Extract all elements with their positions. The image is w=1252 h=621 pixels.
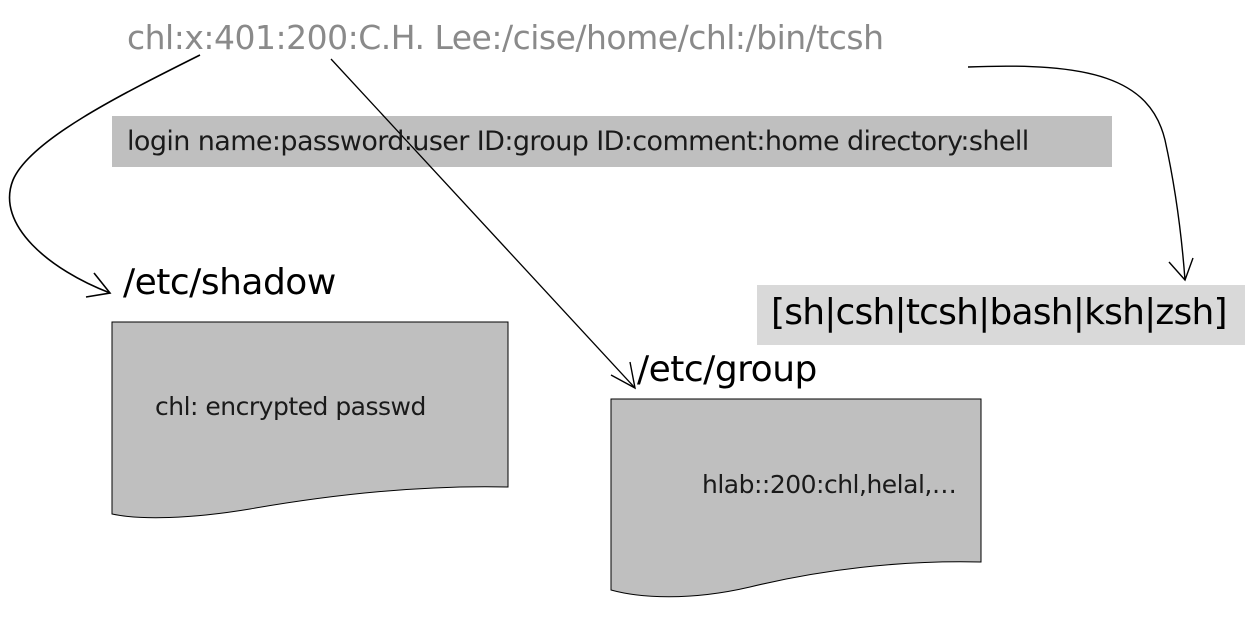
field-legend-bar: [112, 116, 1112, 167]
shell-options-box: [757, 285, 1245, 345]
arrowhead-shadow: [85, 272, 112, 298]
arrow-shell-to-options: [967, 65, 1186, 281]
shadow-file-title: /etc/shadow: [123, 262, 336, 303]
shell-options-text: [sh|csh|tcsh|bash|ksh|zsh]: [771, 292, 1228, 333]
shadow-document-shape: [111, 321, 509, 519]
arrow-password-to-shadow: [8, 54, 201, 294]
arrowhead-group: [610, 361, 636, 390]
field-legend-text: login name:password:user ID:group ID:com…: [127, 126, 1029, 157]
arrowhead-shell: [1168, 257, 1194, 282]
group-document-shape: [610, 398, 982, 598]
passwd-entry-line: chl:x:401:200:C.H. Lee:/cise/home/chl:/b…: [127, 18, 884, 57]
shadow-file-content: chl: encrypted passwd: [155, 392, 426, 421]
arrow-groupid-to-group: [330, 58, 636, 389]
group-file-content: hlab::200:chl,helal,…: [702, 470, 957, 499]
group-file-title: /etc/group: [637, 349, 817, 390]
